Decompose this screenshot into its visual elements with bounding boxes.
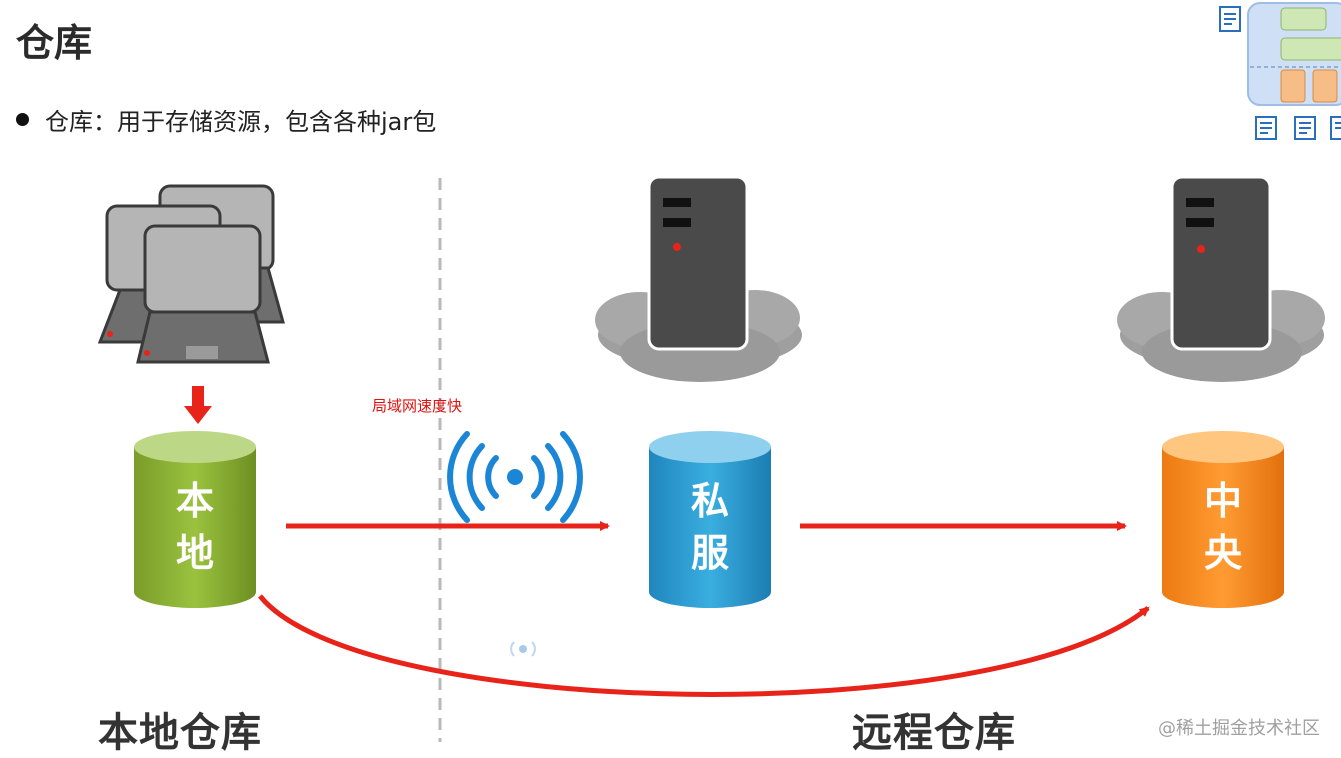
remote-section-label: 远程仓库 (852, 710, 1016, 756)
outline-thumbnail-icon (1219, 2, 1341, 140)
arrow-local-to-central (258, 594, 1150, 697)
down-arrow (184, 386, 212, 424)
private-repository-cylinder: 私 服 (649, 431, 771, 608)
bullet-text: 仓库：用于存储资源，包含各种jar包 (45, 108, 437, 136)
central-server-group (1117, 175, 1325, 382)
computer-cluster-icon (97, 184, 285, 364)
local-char-1: 本 (176, 479, 214, 523)
lan-speed-note: 局域网速度快 (372, 397, 463, 415)
watermark: @稀土掘金技术社区 (1158, 718, 1320, 739)
faint-wifi-icon (510, 641, 536, 657)
page-title: 仓库 (16, 21, 93, 65)
private-char-1: 私 (691, 479, 729, 523)
local-repository-cylinder: 本 地 (134, 431, 256, 608)
server-icon (647, 175, 749, 351)
central-char-1: 中 (1204, 479, 1242, 523)
local-char-2: 地 (176, 531, 214, 575)
bullet-dot (16, 113, 29, 126)
server-icon (1170, 175, 1272, 351)
central-char-2: 央 (1204, 531, 1243, 575)
wifi-signal-icon (447, 431, 583, 523)
central-repository-cylinder: 中 央 (1162, 431, 1284, 608)
private-server-group (595, 175, 802, 382)
local-section-label: 本地仓库 (98, 710, 262, 756)
bullet-item: 仓库：用于存储资源，包含各种jar包 (16, 102, 436, 137)
private-char-2: 服 (691, 531, 729, 575)
